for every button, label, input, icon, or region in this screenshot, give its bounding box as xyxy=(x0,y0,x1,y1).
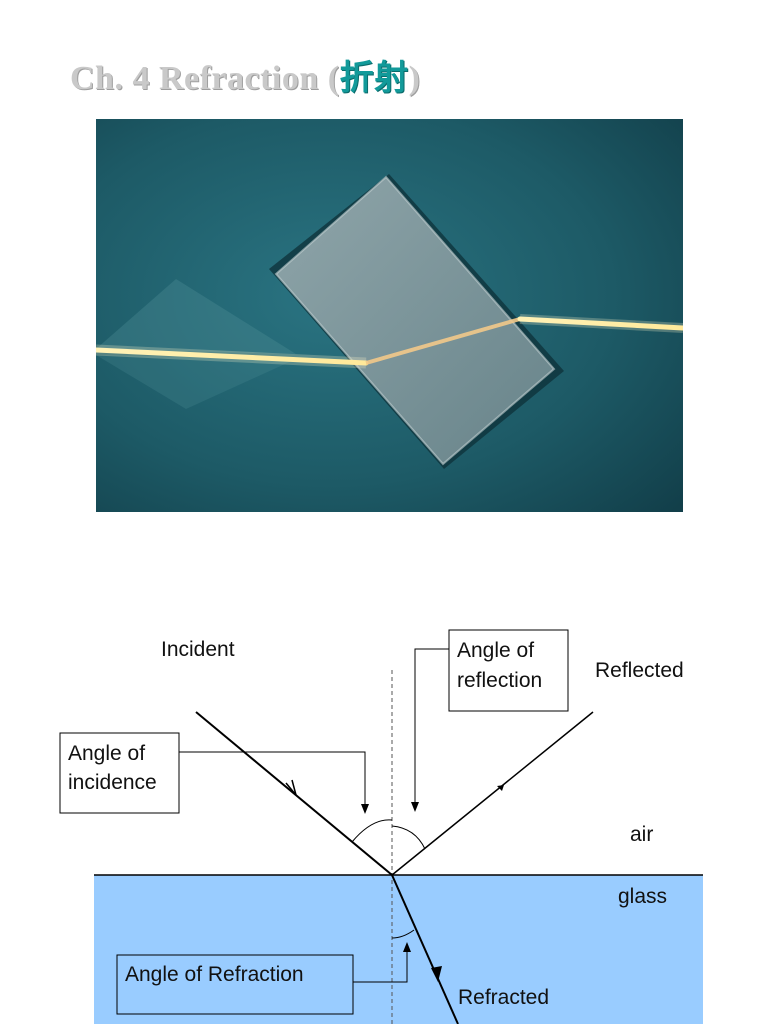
reflected-ray xyxy=(391,711,594,876)
refracted-ray xyxy=(391,874,459,1024)
title-suffix: ) xyxy=(408,60,421,97)
incident-label: Incident xyxy=(161,638,235,661)
light-fan xyxy=(96,279,296,354)
angle-of-refraction-box xyxy=(116,954,354,1015)
incident-beam xyxy=(96,347,369,366)
glass-label: glass xyxy=(618,885,667,908)
incident-beam-glow xyxy=(96,344,367,369)
reflection-arc xyxy=(391,825,426,850)
angle-of-reflection-box xyxy=(448,629,569,712)
air-label: air xyxy=(630,823,653,846)
glass-block xyxy=(276,177,554,464)
reflection-pointer xyxy=(414,648,449,808)
glass-block-edge xyxy=(274,175,556,466)
refraction-pointer xyxy=(353,946,408,983)
refracted-ray-arrow xyxy=(431,966,442,982)
incidence-pointer xyxy=(179,751,366,810)
angle-of-incidence-box xyxy=(59,732,180,814)
angle-of-reflection-label-line1: Angle of xyxy=(457,639,534,662)
light-fan-lower xyxy=(96,355,296,409)
incidence-arc xyxy=(351,819,393,843)
reflected-ray-arrow xyxy=(497,785,504,791)
reflected-label: Reflected xyxy=(595,659,684,682)
angle-of-incidence-label-line1: Angle of xyxy=(68,742,145,765)
refraction-photo xyxy=(96,119,683,512)
refraction-diagram: Angle of incidence Angle of reflection A… xyxy=(59,629,703,1024)
reflection-pointer-arrow xyxy=(411,802,419,812)
angle-of-reflection-label-line2: reflection xyxy=(457,669,542,692)
emergent-beam-glow xyxy=(519,314,683,333)
refraction-arc xyxy=(391,929,415,939)
incident-ray-arrow xyxy=(285,779,297,796)
title-chinese: 折射 xyxy=(339,58,409,98)
refracted-beam xyxy=(365,317,521,365)
slide-title: Ch. 4 Refraction (折射) xyxy=(70,50,420,99)
angle-of-incidence-label-line2: incidence xyxy=(68,771,157,794)
title-prefix: Ch. 4 Refraction ( xyxy=(70,60,340,97)
incidence-pointer-arrow xyxy=(361,804,369,814)
refracted-label: Refracted xyxy=(458,986,549,1009)
refraction-pointer-arrow xyxy=(403,942,411,952)
emergent-beam xyxy=(517,316,683,331)
angle-of-refraction-label: Angle of Refraction xyxy=(125,963,304,986)
